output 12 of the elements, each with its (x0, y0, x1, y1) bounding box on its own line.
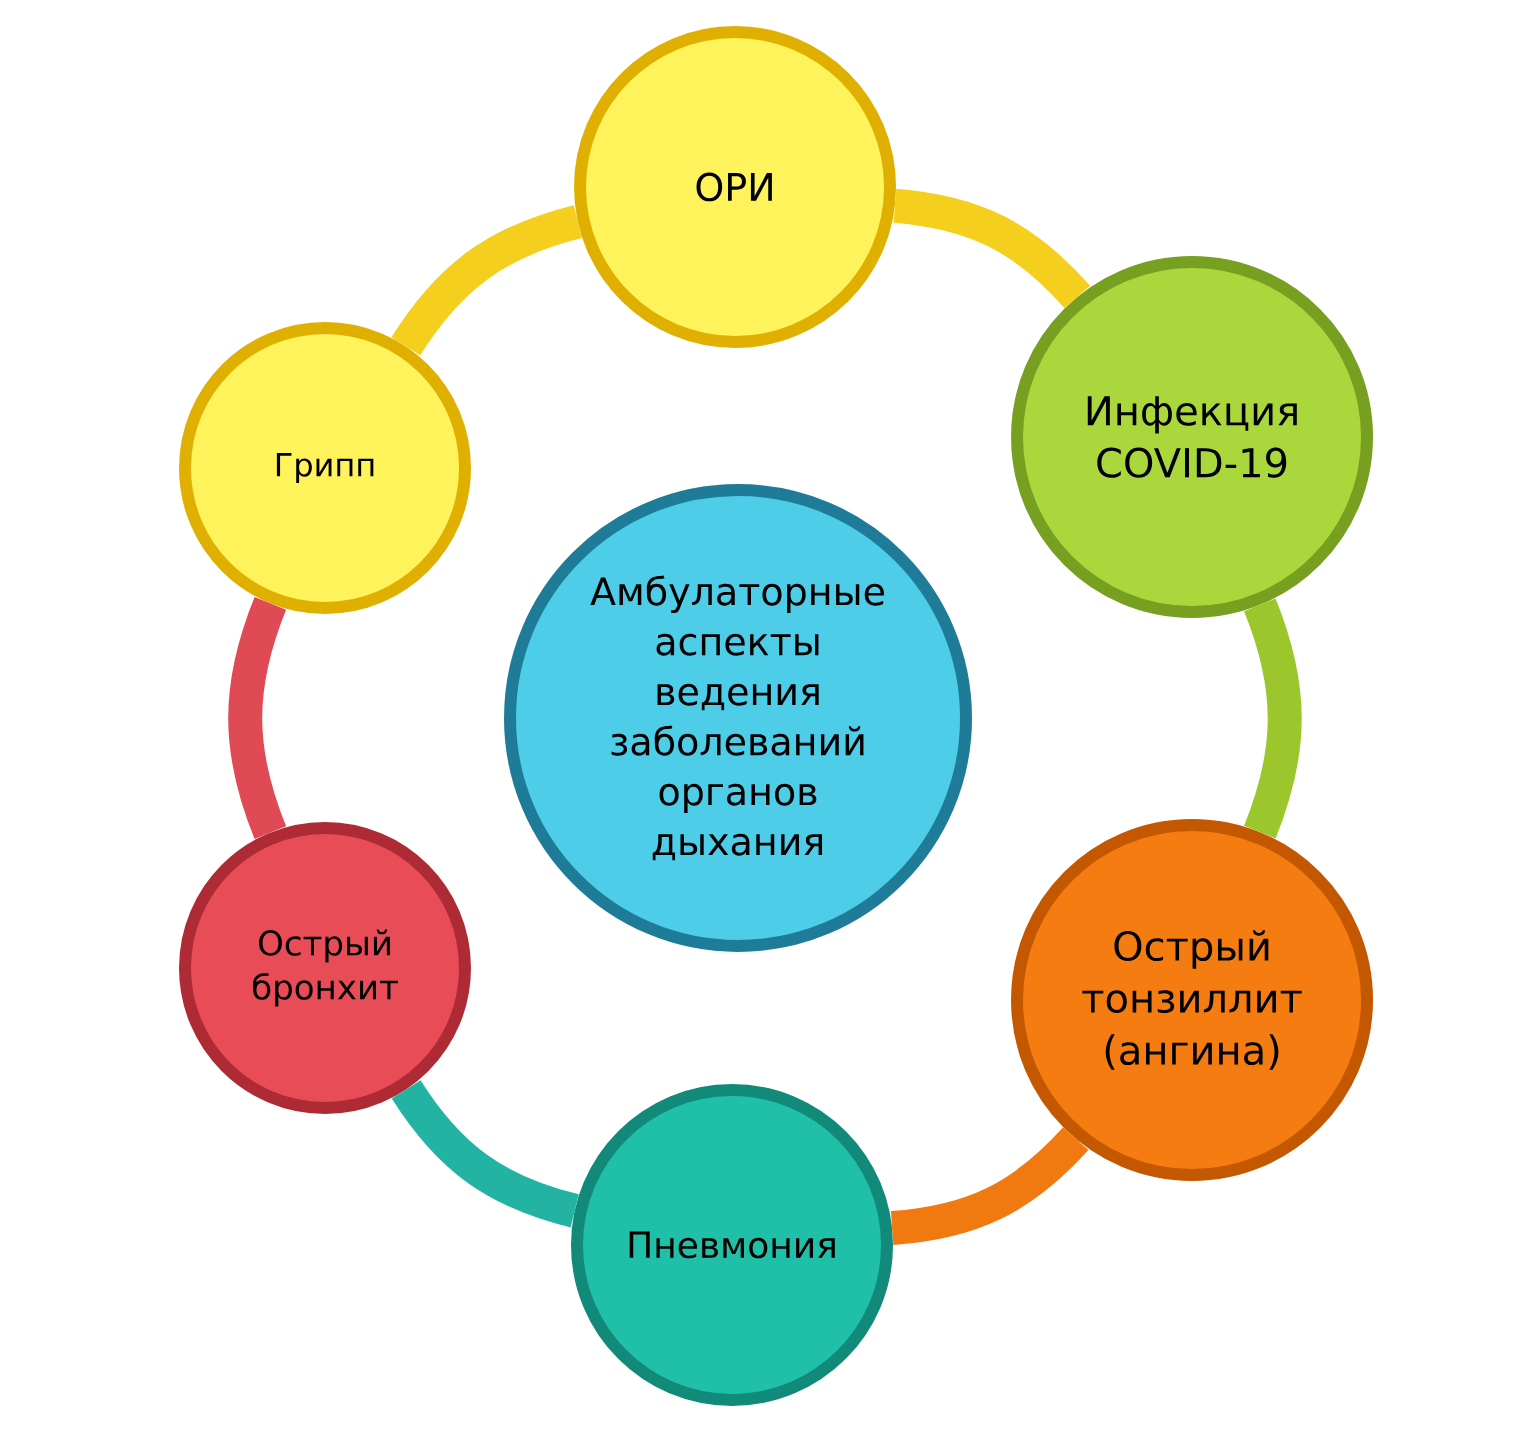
circle-node: Грипп (179, 322, 471, 614)
circle-node: Острый бронхит (179, 822, 471, 1114)
circle-node: Амбулаторные аспекты ведения заболеваний органов дыхания (504, 484, 972, 952)
circle-node: Острый тонзиллит (ангина) (1011, 819, 1374, 1181)
ring-arc (392, 1079, 580, 1228)
circle-node: Пневмония (571, 1084, 893, 1406)
circle-node: ОРИ (574, 26, 896, 348)
ring-arc (391, 205, 583, 356)
ring-arc (890, 1127, 1089, 1245)
circle-node: Инфекция COVID-19 (1011, 256, 1374, 618)
ring-arc (228, 597, 287, 839)
ring-arc (1243, 598, 1302, 839)
